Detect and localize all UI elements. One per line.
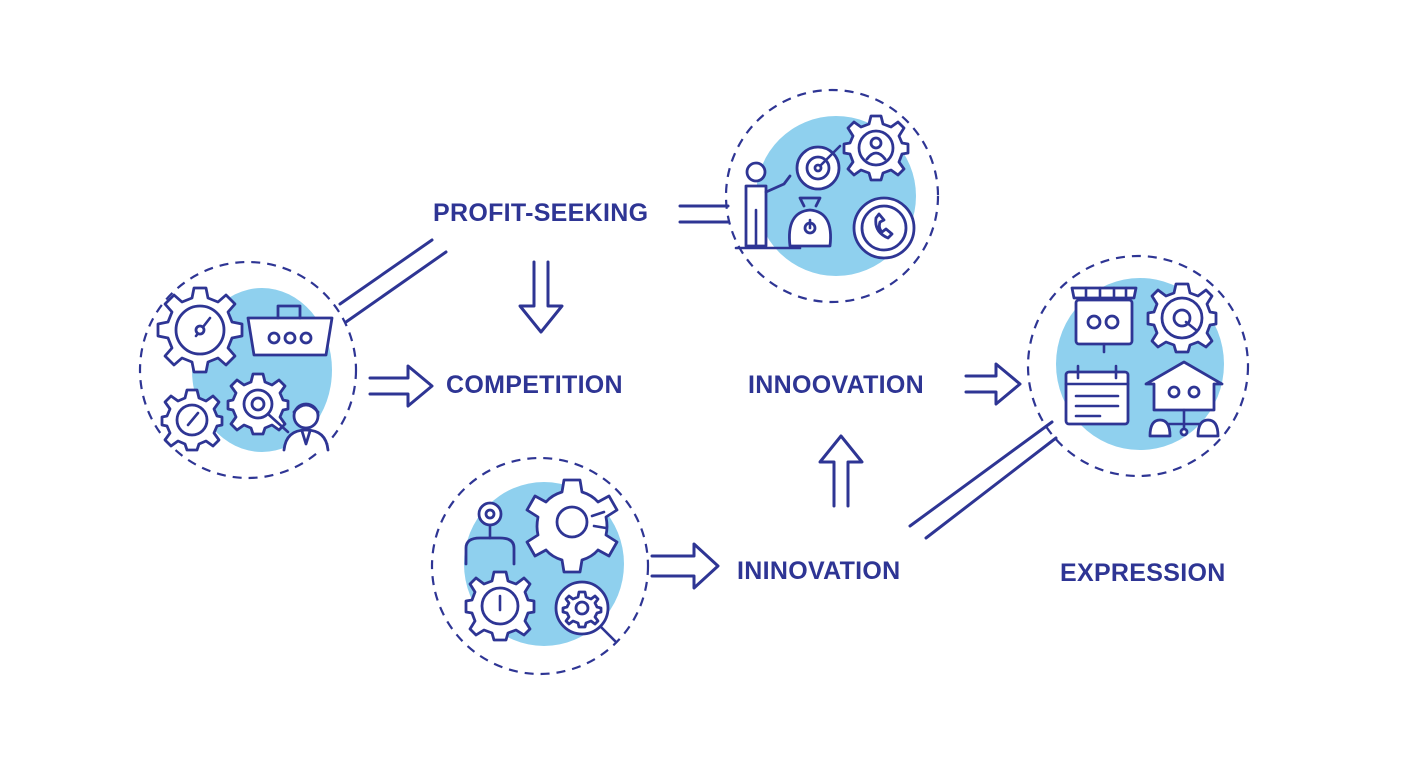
gear-icon bbox=[160, 388, 224, 452]
radial-gear-icon bbox=[525, 478, 619, 574]
connectors bbox=[338, 204, 1058, 540]
target-icon bbox=[795, 144, 842, 191]
label-profit-seeking: PROFIT-SEEKING bbox=[433, 199, 649, 227]
arrows bbox=[368, 260, 1022, 590]
left-icon-cluster bbox=[138, 260, 358, 480]
connector-left-to-profit-b bbox=[344, 250, 448, 324]
connector-right-to-innovation-a bbox=[908, 420, 1054, 528]
person-pin-icon bbox=[464, 501, 516, 566]
bottom-cluster-dashed-ring bbox=[430, 456, 650, 676]
gear-person-icon bbox=[842, 114, 910, 182]
right-cluster-dashed-ring bbox=[1026, 254, 1250, 478]
left-cluster-dashed-ring bbox=[138, 260, 358, 480]
top-cluster-dashed-ring bbox=[724, 88, 940, 304]
gear-power-icon bbox=[464, 570, 536, 642]
house-network-icon bbox=[1144, 360, 1224, 438]
connector-left-to-profit-a bbox=[338, 238, 434, 306]
label-innovation-top: INNOOVATION bbox=[748, 371, 924, 399]
gear-magnifier-icon bbox=[554, 580, 618, 644]
bottom-icon-cluster bbox=[430, 456, 650, 676]
label-innovation-bottom: ININOVATION bbox=[737, 557, 901, 585]
label-expression: EXPRESSION bbox=[1060, 559, 1226, 587]
arrow-up-to-innovation bbox=[818, 434, 864, 508]
arrow-right-to-expression-cluster bbox=[964, 362, 1022, 406]
gear-search-icon bbox=[226, 372, 290, 436]
connector-right-to-innovation-b bbox=[924, 436, 1058, 540]
phone-icon bbox=[852, 196, 916, 260]
right-icon-cluster bbox=[1026, 254, 1250, 478]
calendar-icon bbox=[1064, 364, 1130, 426]
label-competition: COMPETITION bbox=[446, 371, 623, 399]
presenter-icon bbox=[734, 161, 802, 250]
arrow-right-to-competition bbox=[368, 364, 434, 408]
businessman-icon bbox=[282, 402, 330, 452]
basket-icon bbox=[246, 304, 334, 357]
arrow-right-to-ininovation bbox=[650, 542, 720, 590]
gear-wrench-icon bbox=[1146, 282, 1218, 354]
arrow-down-profit-to-competition bbox=[518, 260, 564, 334]
scale-icon bbox=[788, 196, 832, 248]
gear-gauge-icon bbox=[156, 286, 244, 374]
billboard-icon bbox=[1070, 286, 1138, 354]
top-icon-cluster bbox=[724, 88, 940, 304]
